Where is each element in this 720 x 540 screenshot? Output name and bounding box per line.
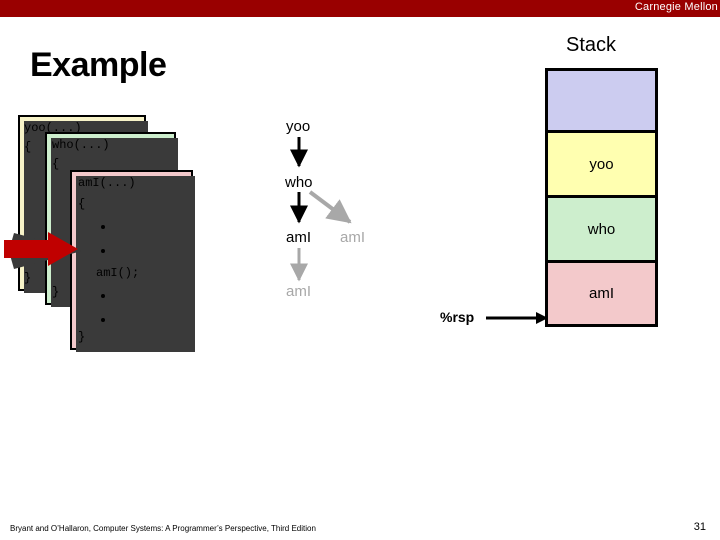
code-card-ami-ellipsis-dot (101, 249, 105, 253)
code-card-ami: amI(...) { amI(); } (70, 170, 195, 352)
code-card-ami-ellipsis-dot (101, 294, 105, 298)
code-card-who-close-brace: } (52, 285, 60, 299)
stack-caption-label: Stack (566, 34, 617, 56)
header-brand-label: Carnegie Mellon (634, 1, 718, 13)
stack-frame-diagram: yoo who amI (545, 68, 658, 327)
code-card-ami-open-brace: { (78, 197, 86, 211)
code-card-ami-ellipsis-dot (101, 225, 105, 229)
code-card-ami-signature: amI(...) (78, 176, 136, 190)
stack-cell-empty (548, 71, 655, 133)
call-tree-node-ami: amI (286, 229, 312, 246)
call-tree-node-yoo: yoo (286, 118, 311, 135)
code-card-who-signature: who(...) (52, 138, 110, 152)
code-card-yoo-signature: yoo(...) (24, 121, 82, 135)
page-title: Example (30, 46, 167, 84)
stack-cell-ami: amI (548, 263, 655, 324)
header-bar (0, 0, 720, 17)
code-card-yoo-close-brace: } (24, 271, 32, 285)
code-card-ami-recursive-call: amI(); (96, 266, 140, 280)
footer-citation: Bryant and O’Hallaron, Computer Systems:… (10, 524, 316, 533)
code-card-ami-ellipsis-dot (101, 318, 105, 322)
call-tree-node-ami-faded-branch: amI (340, 229, 366, 246)
stack-cell-yoo: yoo (548, 133, 655, 198)
call-tree-node-ami-faded-deep: amI (286, 283, 312, 300)
code-card-ami-close-brace: } (78, 330, 86, 344)
code-card-yoo-open-brace: { (24, 140, 32, 154)
call-tree-diagram (290, 137, 352, 282)
stack-pointer-label: %rsp (440, 309, 475, 325)
call-tree-node-who: who (285, 174, 313, 191)
footer-page-number: 31 (693, 521, 706, 533)
stack-pointer-arrow-icon (486, 312, 548, 324)
execution-pointer-arrow-icon (4, 232, 82, 269)
stack-cell-who: who (548, 198, 655, 263)
code-card-who-open-brace: { (52, 157, 60, 171)
